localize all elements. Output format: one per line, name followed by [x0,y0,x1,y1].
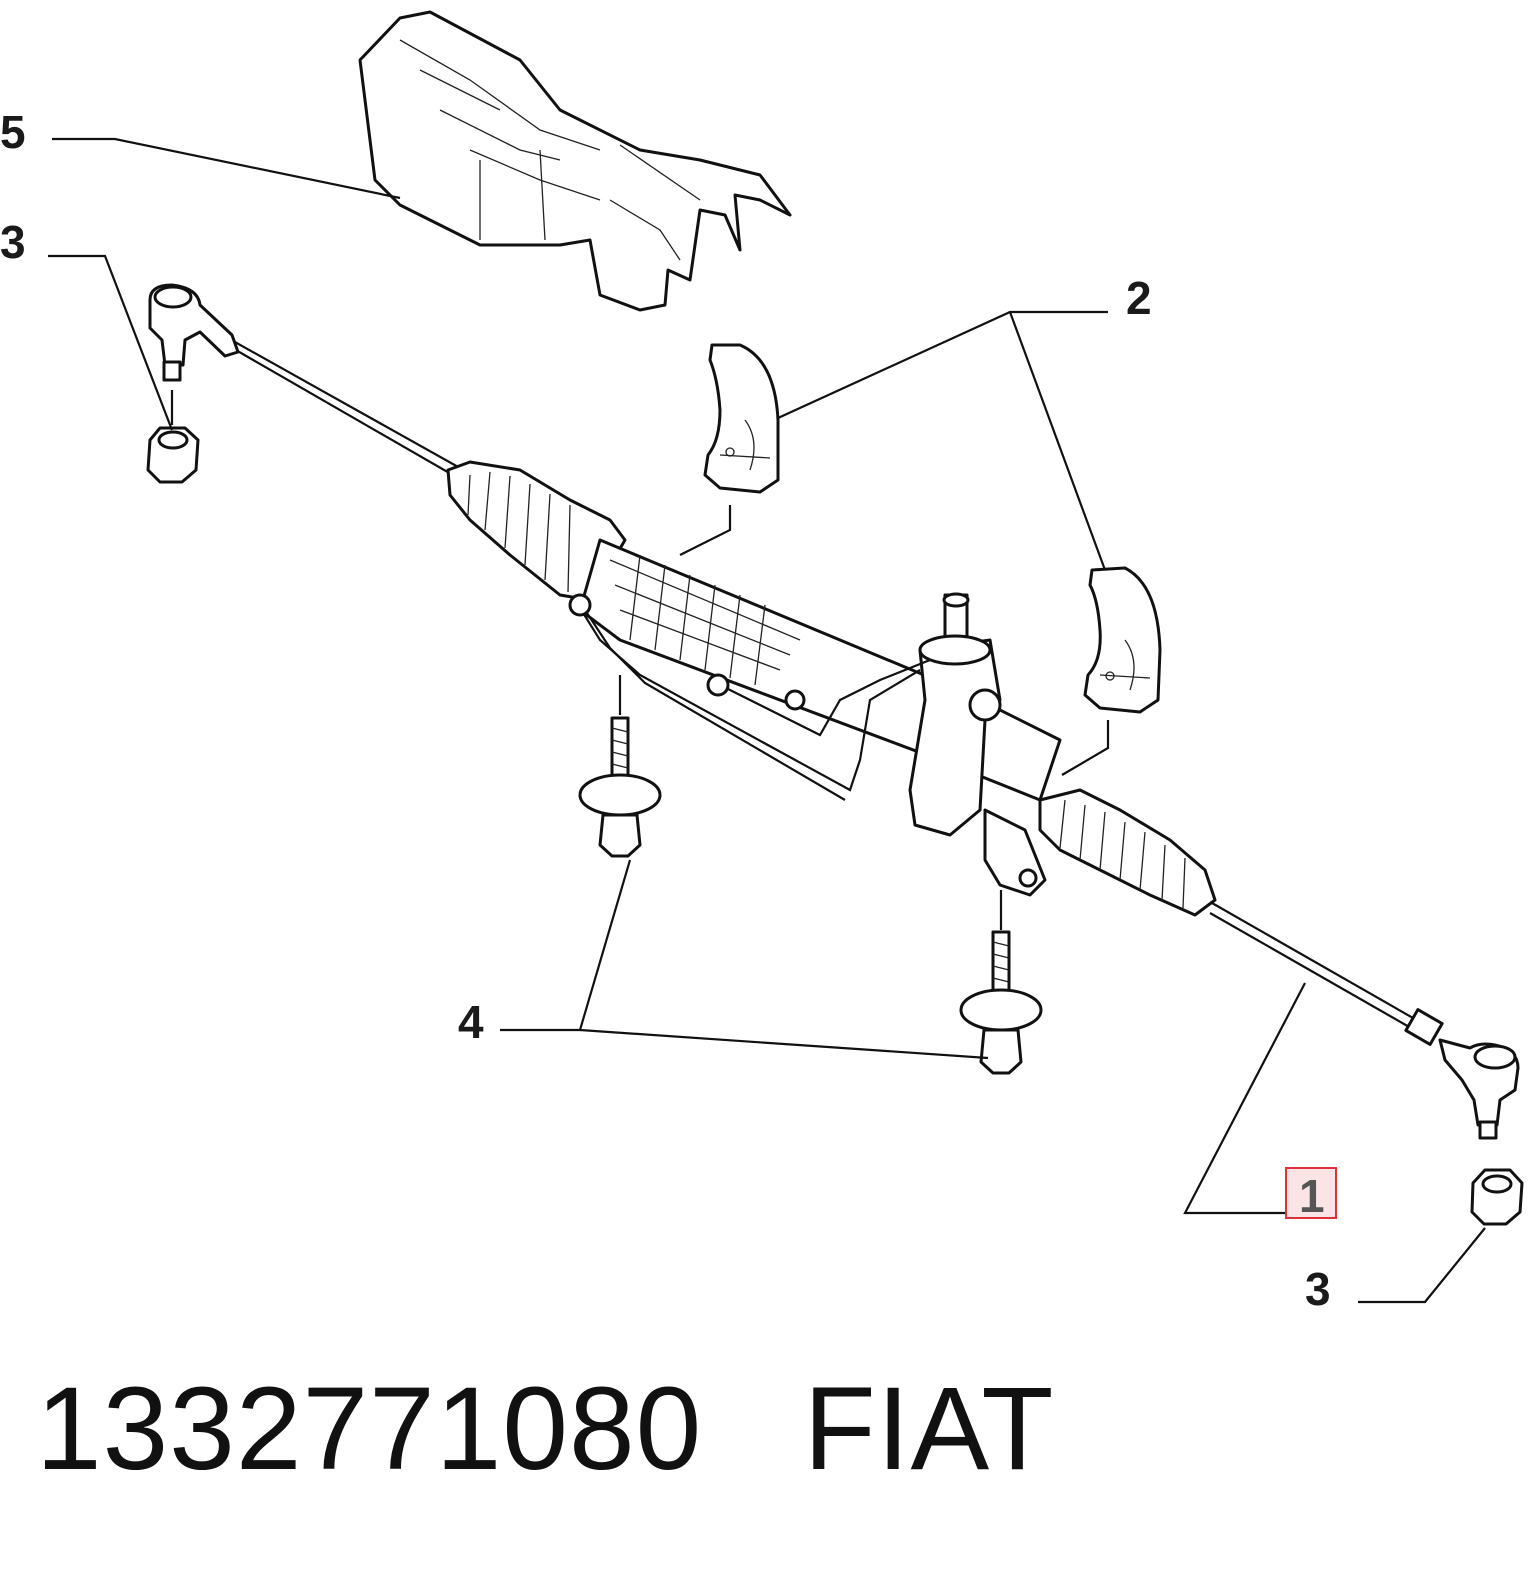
clamp-bracket-lower [1083,566,1162,714]
nut-left [146,426,200,484]
callout-5: 5 [0,106,26,158]
callout-2: 2 [1126,272,1152,324]
heat-shield-part [358,10,792,312]
highlight-box [1285,1167,1337,1219]
part-caption: 1332771080 FIAT [36,1370,1055,1488]
nut-right [1470,1168,1524,1226]
mounting-bolt-left [578,716,662,858]
clamp-bracket-upper [703,343,780,494]
mounting-bolt-right [959,930,1043,1075]
callout-1: 1 [1299,1170,1325,1222]
callout-4: 4 [458,996,484,1048]
callout-3-left: 3 [0,216,26,268]
leader-lines [48,137,1486,1304]
steering-rack-assembly [148,283,1520,1140]
callout-3-right: 3 [1305,1263,1331,1315]
part-number: 1332771080 [36,1363,703,1495]
brand-name: FIAT [803,1363,1055,1495]
callout-1-highlight: 1 [1285,1167,1337,1222]
